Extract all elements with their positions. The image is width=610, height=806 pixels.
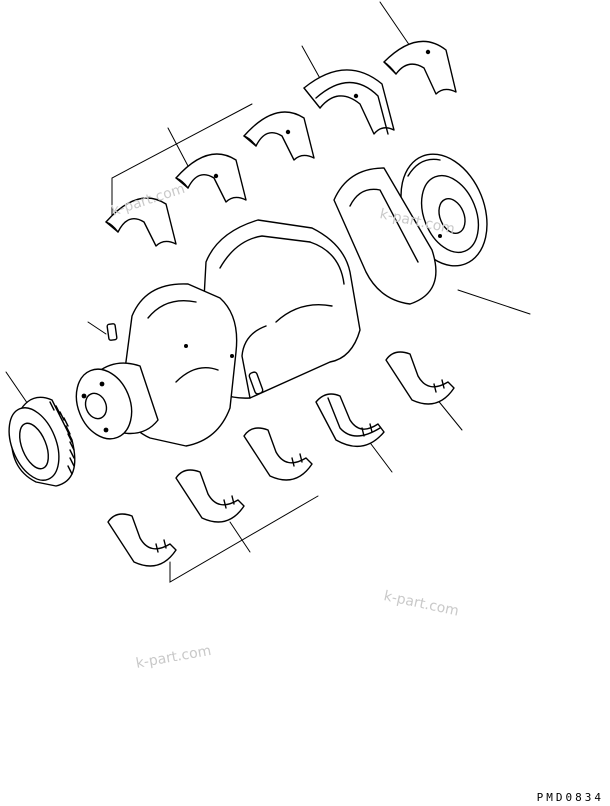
leader-dowel-pin — [87, 321, 107, 335]
upper-shell-4 — [383, 40, 457, 95]
upper-shell-3 — [243, 111, 315, 161]
dowel-pin — [106, 323, 118, 341]
leader-lines — [5, 1, 531, 583]
leader-upper-flanged-shell — [301, 45, 323, 83]
lower-bearing-shells — [107, 351, 455, 567]
leader-crankshaft — [457, 289, 531, 315]
leader-upper-right-shell — [379, 1, 411, 47]
leader-lower-right-shell — [435, 397, 463, 431]
crankshaft-gear — [8, 396, 76, 487]
crankshaft — [75, 153, 488, 447]
bracket-lower-shell-set — [169, 495, 319, 583]
lower-shell-2 — [175, 469, 245, 523]
upper-shell-2 — [175, 153, 247, 203]
lower-flanged-shell — [315, 393, 385, 448]
upper-flanged-shell — [303, 69, 395, 135]
upper-bearing-shells — [105, 40, 457, 247]
leader-upper-shell-set — [167, 127, 189, 167]
upper-shell-1 — [105, 197, 177, 247]
drawing-code: PMD0834 — [536, 791, 604, 804]
lower-shell-1 — [107, 513, 177, 567]
leader-lower-shell-set — [229, 521, 251, 553]
leader-lower-flanged-shell — [367, 439, 393, 473]
lower-shell-3 — [243, 427, 313, 481]
lower-shell-4 — [385, 351, 455, 405]
bracket-upper-shell-set — [111, 103, 253, 219]
